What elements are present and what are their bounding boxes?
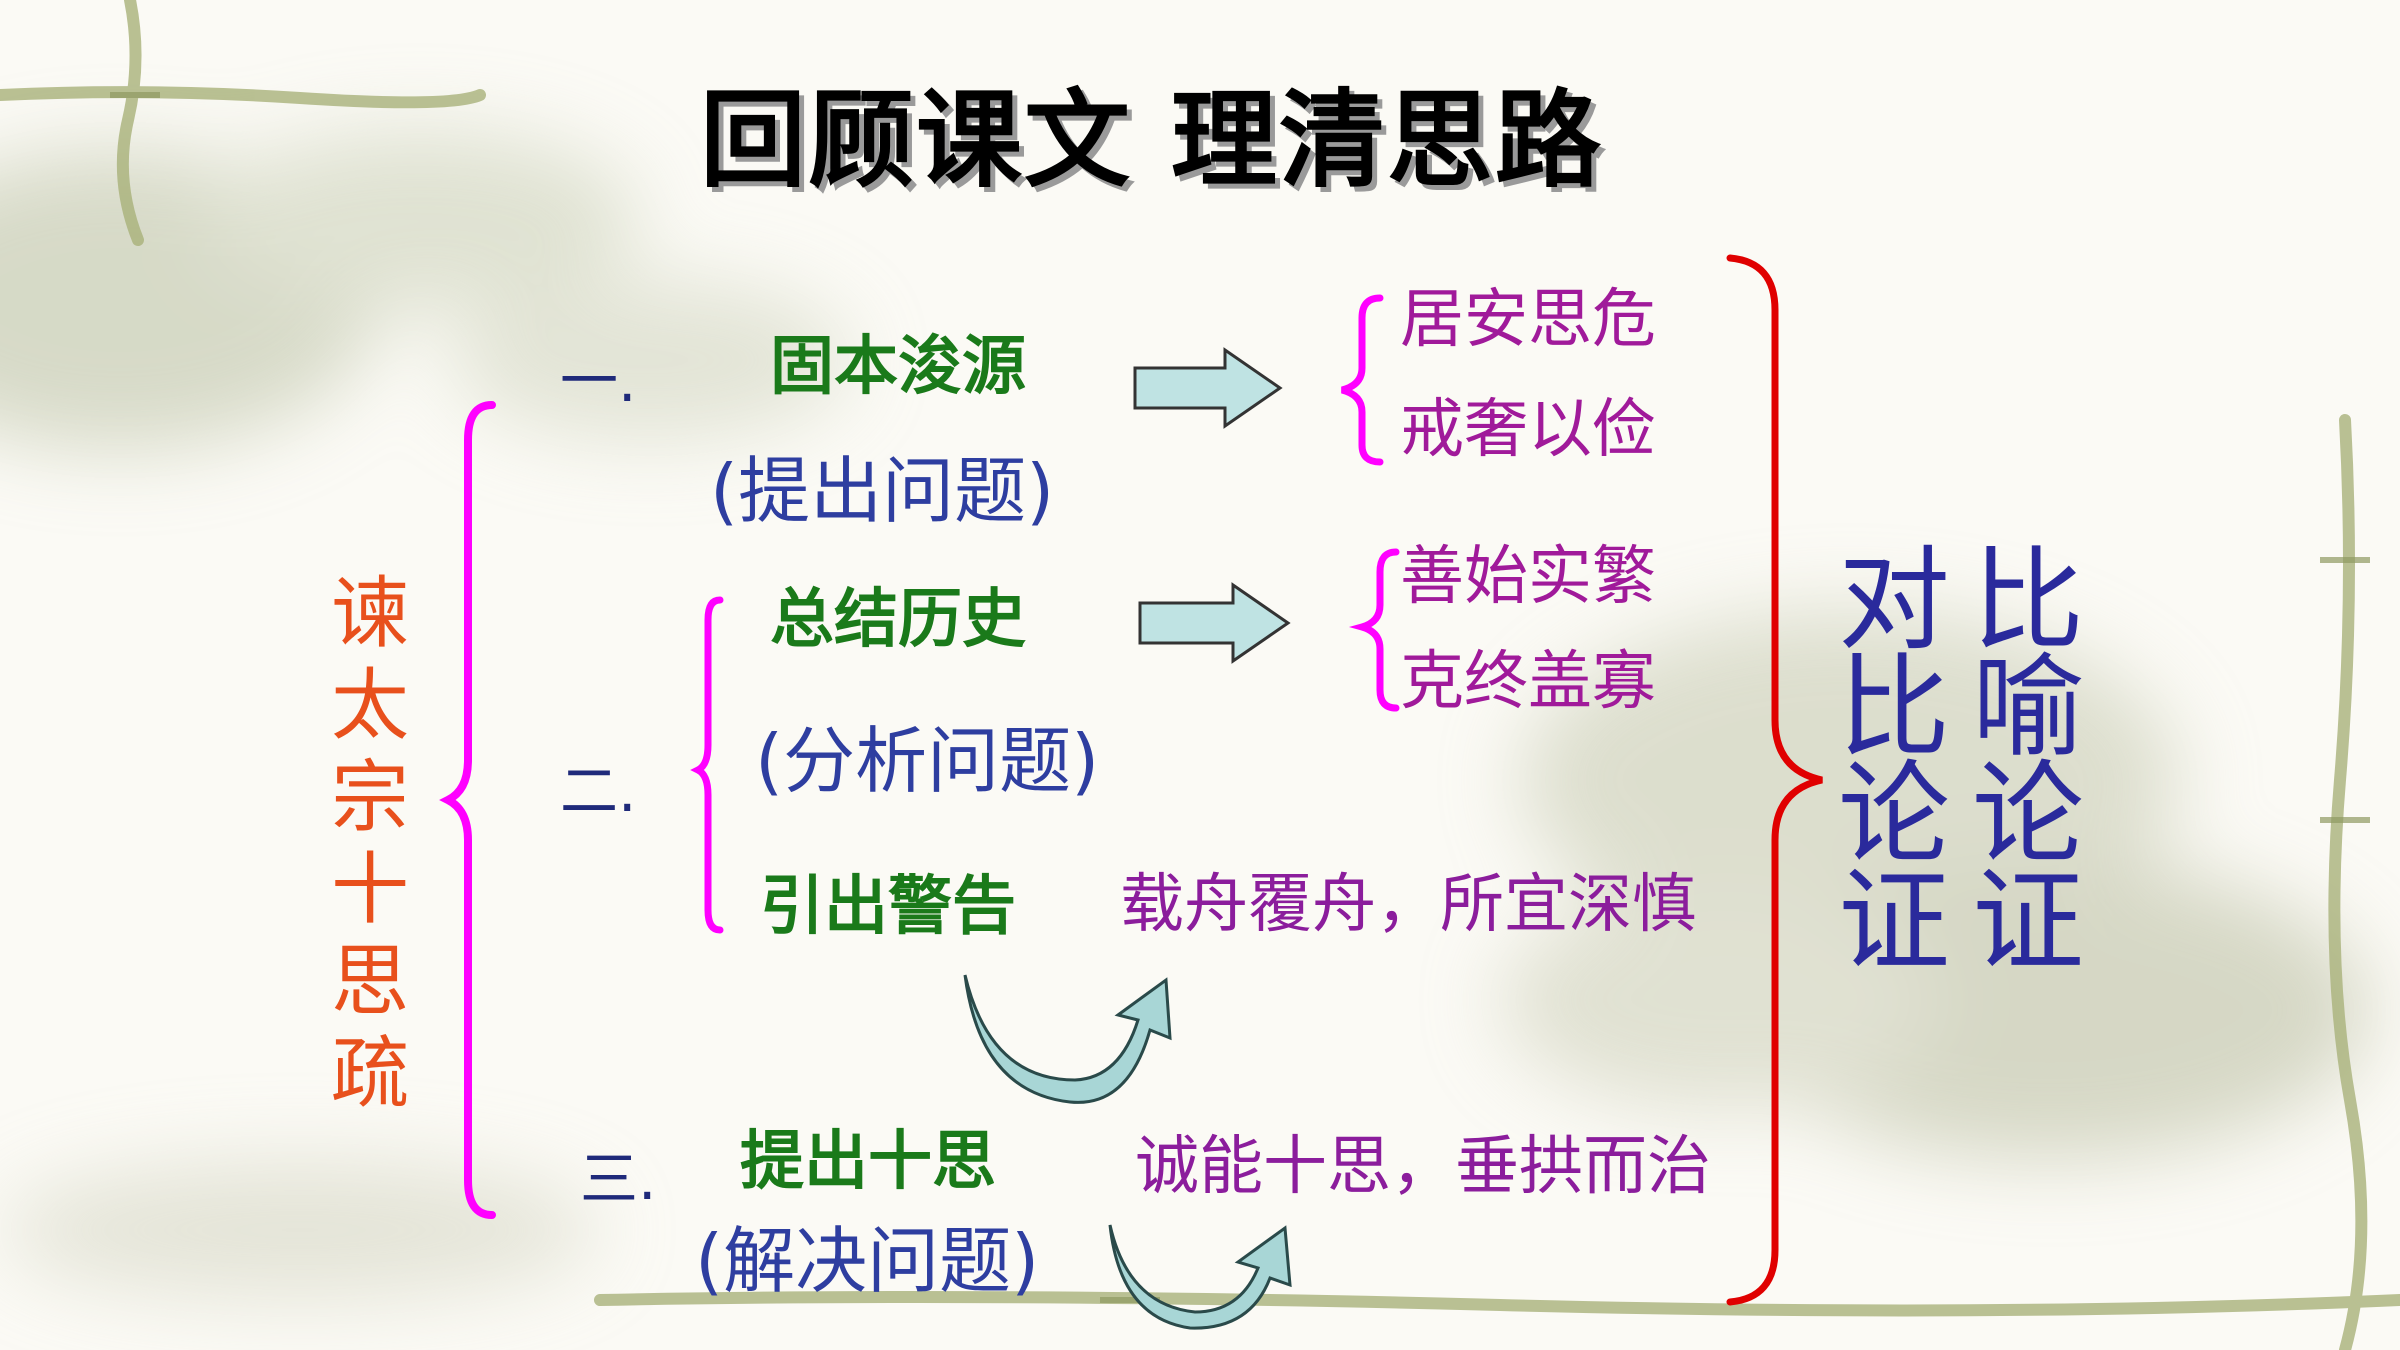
section-1-note: (提出问题) <box>710 449 1055 533</box>
section-3-note: (解决问题) <box>695 1219 1040 1303</box>
left-title-char: 谏 <box>330 569 409 659</box>
right-brace <box>1726 254 1823 1306</box>
section-2-heading: 总结历史 <box>770 583 1026 657</box>
section-2-number: 二. <box>560 757 637 825</box>
arrow-right-icon <box>1138 582 1291 664</box>
left-brace <box>439 401 496 1219</box>
conclusion-sentence: 诚能十思，垂拱而治 <box>1135 1130 1711 1204</box>
curved-arrow-icon <box>1108 1224 1292 1330</box>
result-1b: 戒奢以俭 <box>1400 393 1656 467</box>
section-2-note: (分析问题) <box>755 719 1100 803</box>
result-2a: 善始实繁 <box>1400 540 1656 614</box>
result-2-brace <box>1348 548 1400 712</box>
left-title-char: 十 <box>330 845 409 935</box>
section-2-heading-2: 引出警告 <box>760 870 1016 944</box>
warning-sentence: 载舟覆舟，所宜深慎 <box>1120 868 1696 942</box>
section-1-number: 一. <box>560 347 637 415</box>
left-title-char: 宗 <box>330 753 409 843</box>
result-1-brace <box>1341 294 1384 466</box>
section-3-number: 三. <box>580 1145 657 1213</box>
section-3-heading: 提出十思 <box>740 1125 996 1199</box>
slide-title: 回顾课文 理清思路 <box>700 79 1603 202</box>
left-vertical-title: 谏 太 宗 十 思 疏 <box>330 568 410 1120</box>
arrow-right-icon <box>1133 347 1283 429</box>
section-1-heading: 固本浚源 <box>770 330 1026 404</box>
curved-arrow-icon <box>963 974 1172 1104</box>
section-2-brace <box>690 596 724 934</box>
left-title-char: 思 <box>330 937 409 1027</box>
result-2b: 克终盖寡 <box>1400 645 1656 719</box>
left-title-char: 太 <box>330 661 409 751</box>
result-1a: 居安思危 <box>1400 283 1656 357</box>
left-title-char: 疏 <box>330 1029 409 1119</box>
